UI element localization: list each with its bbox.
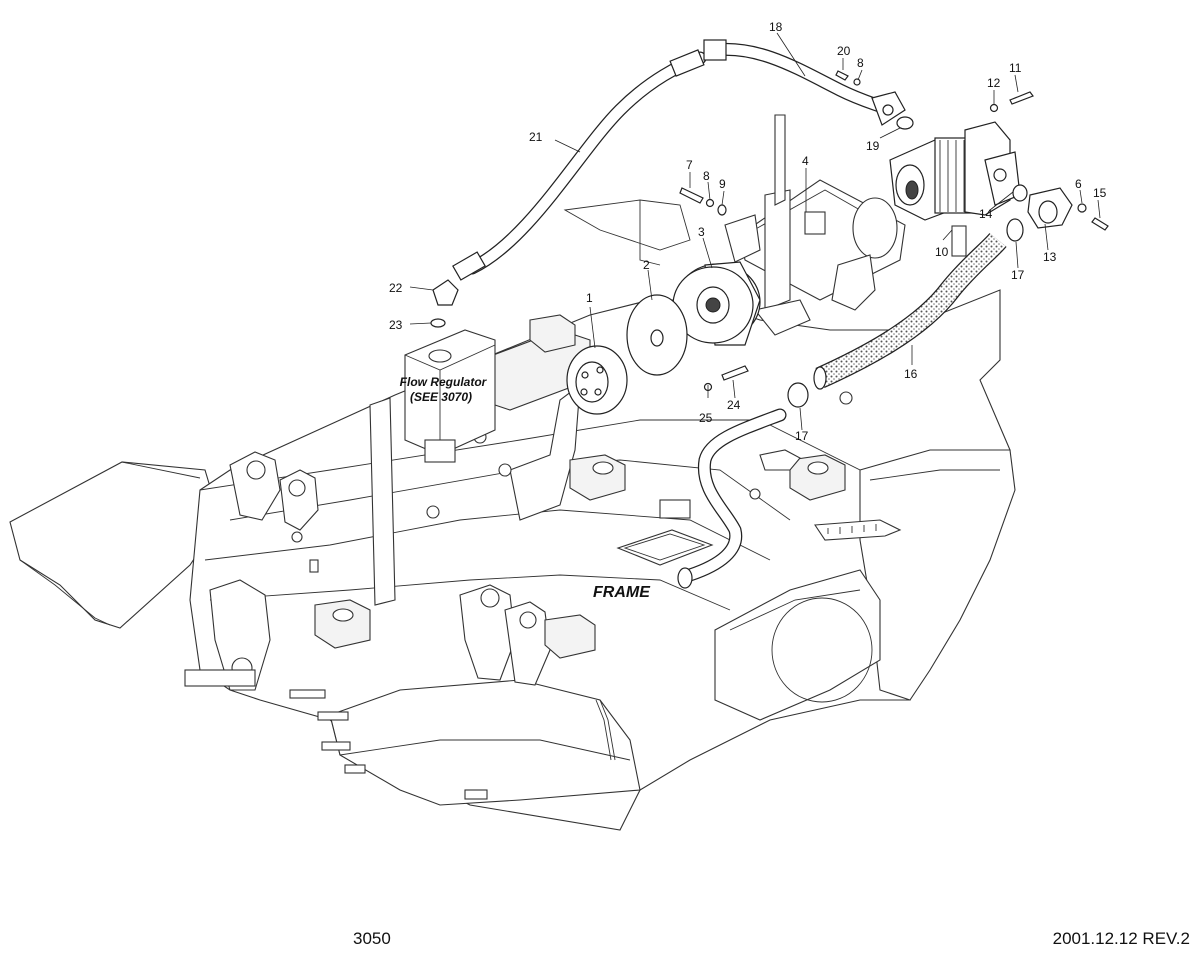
callout-11: 11 — [1009, 61, 1022, 75]
coupling-hub-1 — [566, 345, 628, 415]
callout-4: 4 — [802, 154, 809, 168]
callout-14: 14 — [979, 207, 993, 221]
callout-18: 18 — [769, 20, 783, 34]
callout-9: 9 — [719, 177, 726, 191]
callout-numbers: 1 2 3 4 6 7 8 8 9 10 11 12 13 14 15 16 1… — [389, 20, 1107, 443]
suction-hose-16 — [813, 232, 1007, 390]
frame-right-counterweight — [859, 449, 1016, 701]
flow-regulator-label: Flow Regulator — [400, 375, 488, 389]
callout-3: 3 — [698, 225, 705, 239]
frame-assembly — [9, 199, 1016, 831]
hose-18 — [703, 39, 906, 126]
callout-23: 23 — [389, 318, 403, 332]
callout-13: 13 — [1043, 250, 1057, 264]
callout-22: 22 — [389, 281, 403, 295]
battery-box — [714, 569, 881, 721]
callout-15: 15 — [1093, 186, 1107, 200]
callout-19: 19 — [866, 139, 880, 153]
callout-21: 21 — [529, 130, 543, 144]
frame-label: FRAME — [593, 584, 651, 601]
hydraulic-pump — [889, 121, 1021, 221]
callout-24: 24 — [727, 398, 741, 412]
small-hardware — [430, 70, 1109, 408]
pump-mount-bracket — [724, 114, 967, 336]
callout-1: 1 — [586, 291, 593, 305]
callout-25: 25 — [699, 411, 713, 425]
flow-regulator-ref: (SEE 3070) — [410, 390, 472, 404]
coupling-disc-2 — [626, 294, 688, 376]
diagram-labels: Flow Regulator (SEE 3070) FRAME — [400, 375, 652, 601]
inspection-cover — [616, 529, 714, 566]
page-number: 3050 — [353, 929, 391, 948]
leader-lines — [409, 32, 1101, 431]
callout-12: 12 — [987, 76, 1001, 90]
callout-8a: 8 — [703, 169, 710, 183]
hose-21 — [452, 49, 707, 281]
flow-regulator — [404, 329, 496, 463]
callout-2: 2 — [643, 258, 650, 272]
callout-17b: 17 — [795, 429, 809, 443]
return-hose-left — [677, 408, 787, 589]
frame-rear-left-plate — [9, 461, 221, 629]
callout-10: 10 — [935, 245, 949, 259]
callout-6: 6 — [1075, 177, 1082, 191]
callout-7: 7 — [686, 158, 693, 172]
callout-16: 16 — [904, 367, 918, 381]
frame-front-step-plate — [329, 679, 641, 806]
callout-8b: 8 — [857, 56, 864, 70]
revision-date: 2001.12.12 REV.2 — [1052, 929, 1190, 948]
callout-17a: 17 — [1011, 268, 1025, 282]
coupling-plate-3 — [672, 261, 761, 346]
callout-20: 20 — [837, 44, 851, 58]
